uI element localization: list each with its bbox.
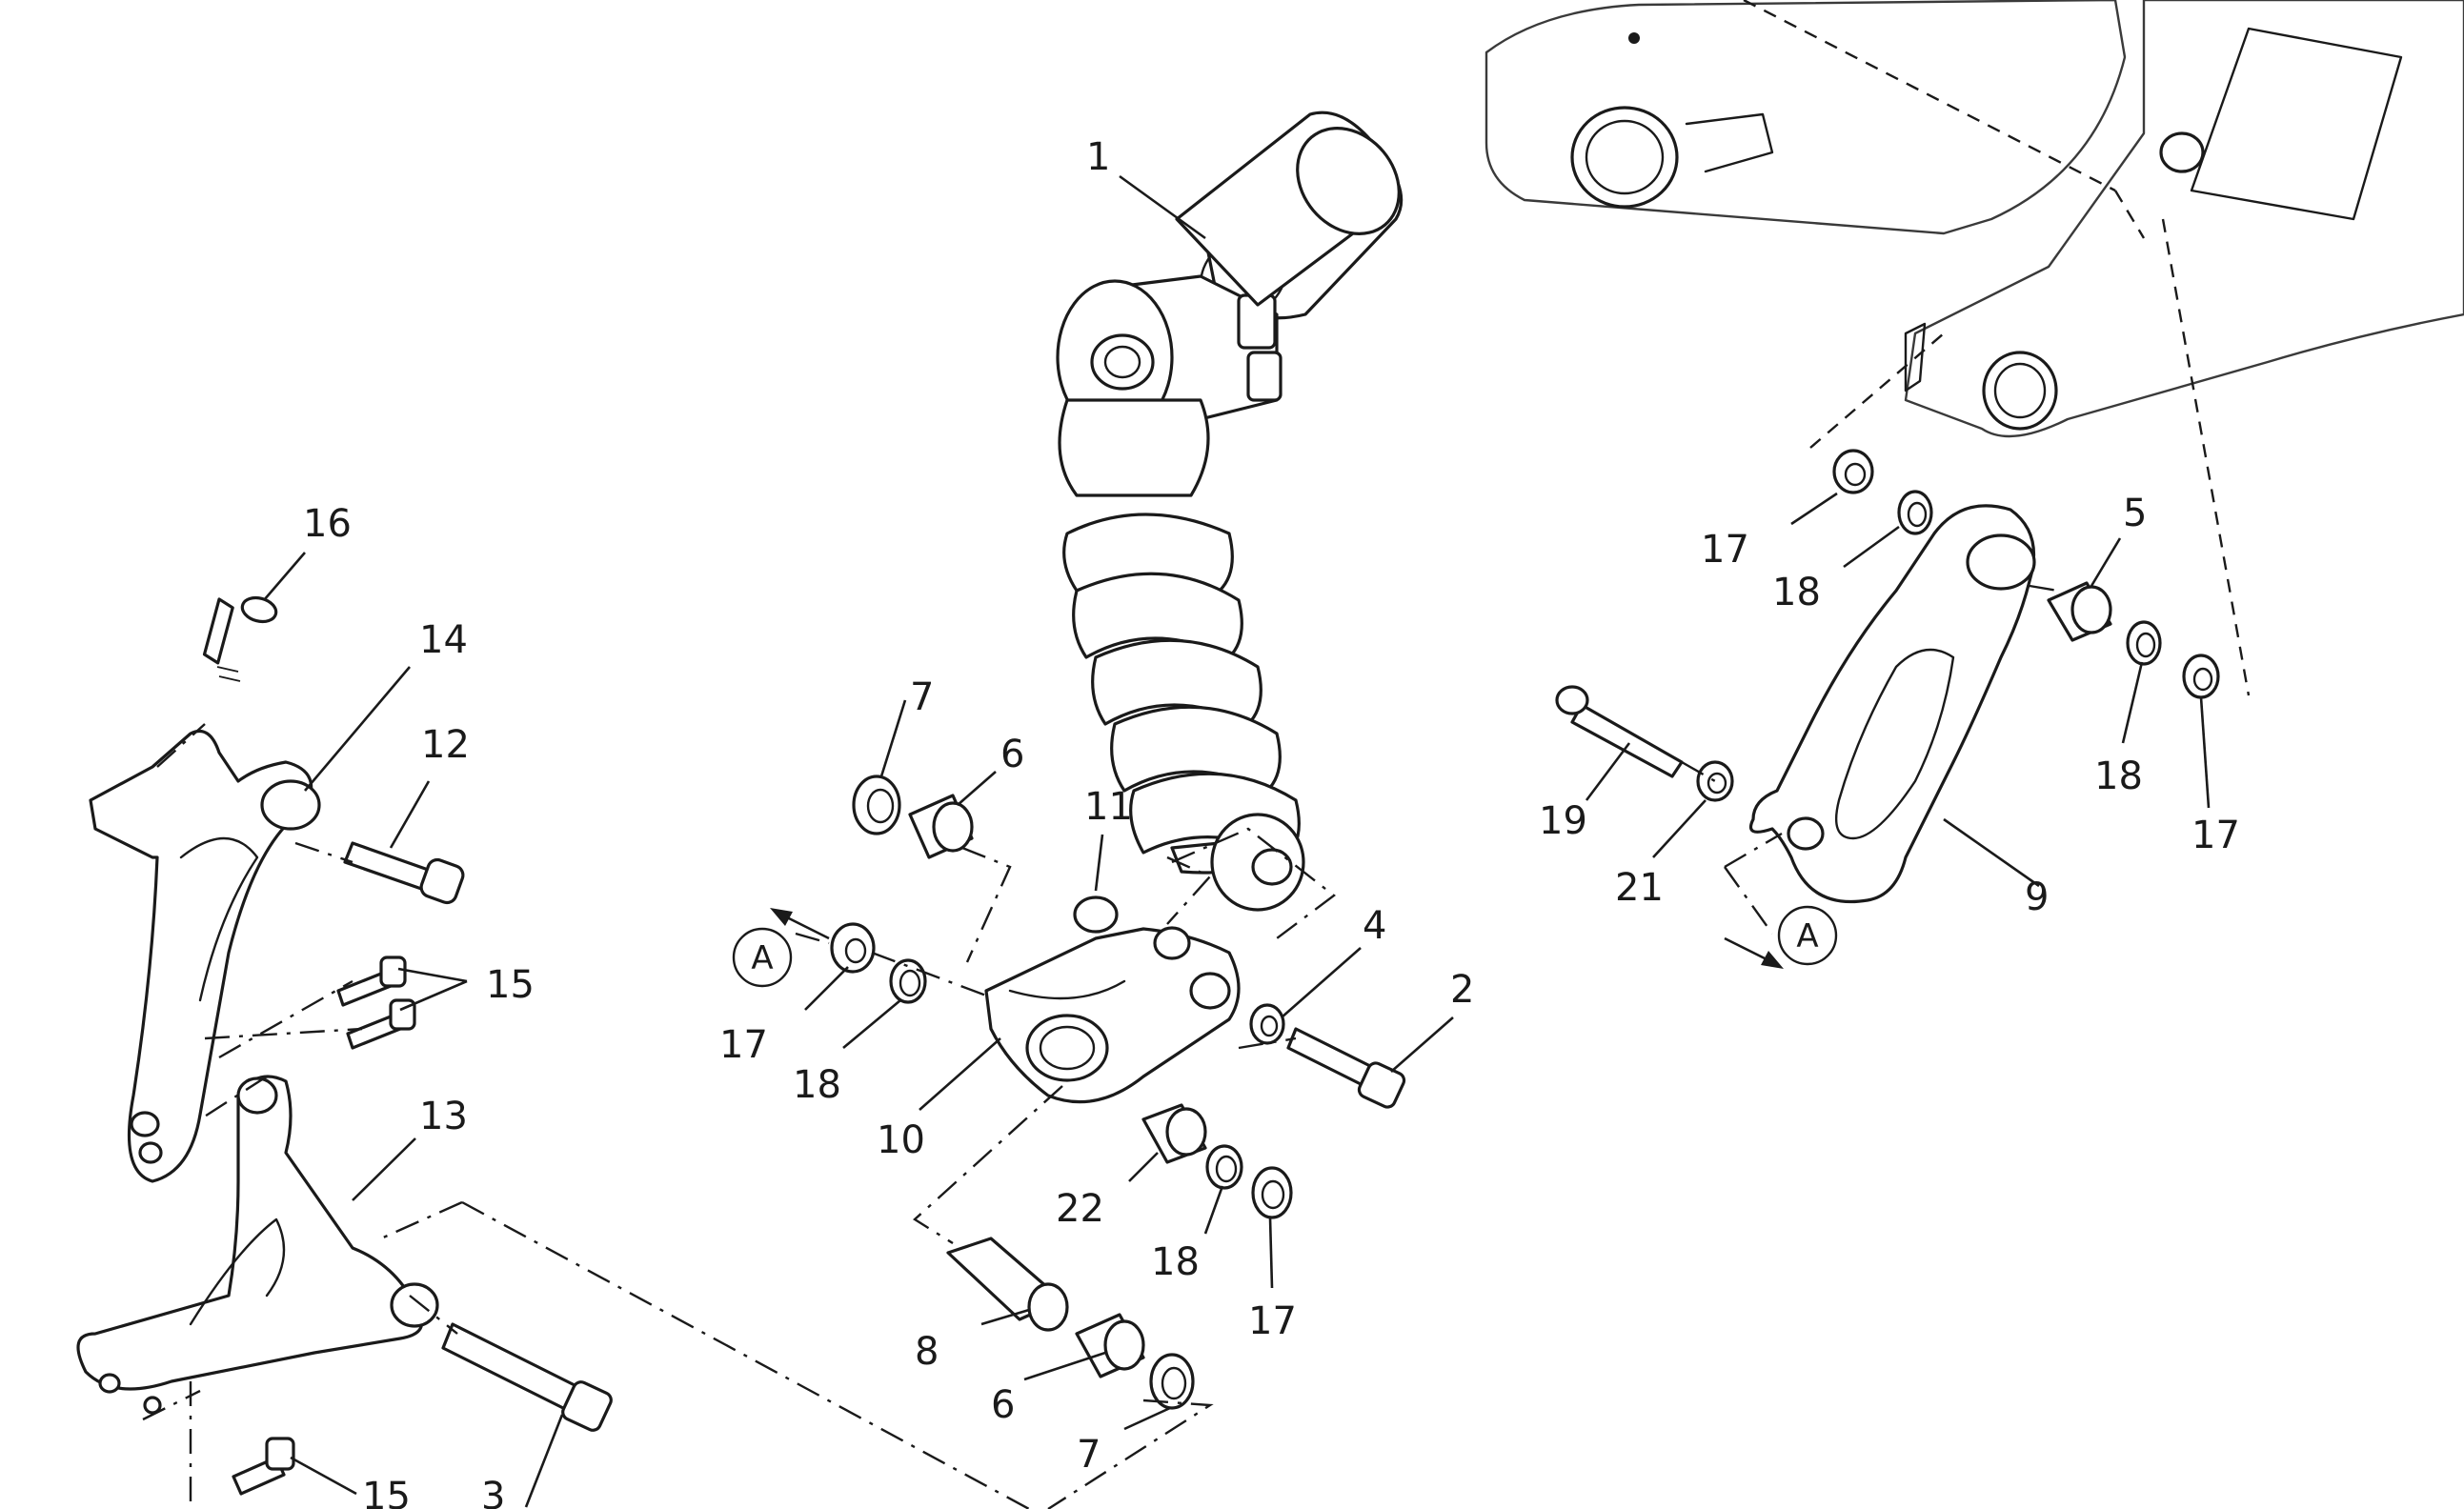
callout-10: 10 <box>877 1118 925 1162</box>
leader-lines <box>263 174 2211 1508</box>
assembly-lines <box>142 0 2251 1509</box>
callout-16: 16 <box>303 502 352 546</box>
swingarm <box>1484 0 2464 438</box>
callout-21: 21 <box>1615 866 1664 910</box>
bushing-6-bottom <box>1075 1313 1145 1378</box>
bolt-15a <box>336 956 416 1050</box>
bolt-12 <box>343 841 465 905</box>
callout-18-mid: 18 <box>1151 1240 1200 1284</box>
callout-14: 14 <box>419 618 468 662</box>
bolt-2 <box>1286 1027 1406 1109</box>
footpeg-bracket-upper <box>89 729 321 1183</box>
washer-7-top <box>852 775 901 835</box>
callout-18-top-right: 18 <box>1772 571 1821 614</box>
ref-label-left: A <box>751 939 773 977</box>
washer-4 <box>1249 1003 1285 1045</box>
bushing-5 <box>2047 581 2112 642</box>
callout-1: 1 <box>1086 135 1110 179</box>
callout-6-bottom: 6 <box>991 1383 1015 1427</box>
washer-17-left <box>830 922 876 974</box>
bushing-22 <box>1141 1103 1207 1164</box>
callout-7-top: 7 <box>910 675 934 719</box>
ref-arrow-right <box>1724 936 1784 969</box>
bushing-6-top <box>908 794 974 859</box>
washer-7-bottom <box>1149 1353 1195 1410</box>
spacer-11 <box>1073 895 1119 934</box>
callout-5: 5 <box>2123 492 2147 535</box>
callout-labels: 1 2 3 4 5 6 6 7 7 8 9 10 11 12 13 14 15 … <box>303 135 2240 1509</box>
rocker-link <box>984 926 1241 1104</box>
callout-12: 12 <box>421 723 470 767</box>
shock-reservoir <box>1175 111 1401 307</box>
washer-17-right <box>2182 654 2220 699</box>
washer-21 <box>1696 760 1734 802</box>
callout-3: 3 <box>481 1475 505 1509</box>
ref-label-right: A <box>1796 917 1818 956</box>
footpeg-bracket-lower <box>76 1075 439 1415</box>
washer-18-mid <box>1205 1144 1243 1190</box>
callout-9: 9 <box>2025 875 2049 919</box>
callout-6-top: 6 <box>1000 733 1024 776</box>
callout-22: 22 <box>1056 1187 1104 1231</box>
callout-17-left: 17 <box>719 1023 768 1067</box>
callout-15-top: 15 <box>486 963 535 1007</box>
bolt-19 <box>1555 685 1684 778</box>
ref-circle-right <box>1777 905 1838 966</box>
callout-4: 4 <box>1363 904 1386 948</box>
callout-19: 19 <box>1539 799 1587 843</box>
washer-18-top-right <box>1897 490 1933 535</box>
tie-rod <box>1748 504 2036 904</box>
callout-11: 11 <box>1084 785 1133 829</box>
callout-7-bottom: 7 <box>1077 1433 1101 1477</box>
pin-8 <box>946 1237 1069 1332</box>
washer-18-left <box>889 958 927 1004</box>
ref-circle-left <box>732 927 793 988</box>
callout-18-right: 18 <box>2094 754 2143 798</box>
bolt-3 <box>441 1322 613 1432</box>
callout-18-left: 18 <box>793 1063 841 1107</box>
washer-17-top-right <box>1832 449 1874 494</box>
washer-17-mid <box>1251 1166 1293 1219</box>
callout-8: 8 <box>915 1330 939 1374</box>
ref-arrow-left <box>770 908 830 940</box>
bolt-15b <box>232 1437 295 1496</box>
callout-17-mid: 17 <box>1248 1299 1297 1343</box>
callout-2: 2 <box>1450 968 1474 1012</box>
bolt-16 <box>202 595 278 682</box>
washer-18-right <box>2126 620 2162 666</box>
callout-13: 13 <box>419 1095 468 1138</box>
callout-17-right: 17 <box>2191 814 2240 857</box>
callout-15-bottom: 15 <box>362 1475 411 1509</box>
callout-17-top-right: 17 <box>1701 528 1749 572</box>
